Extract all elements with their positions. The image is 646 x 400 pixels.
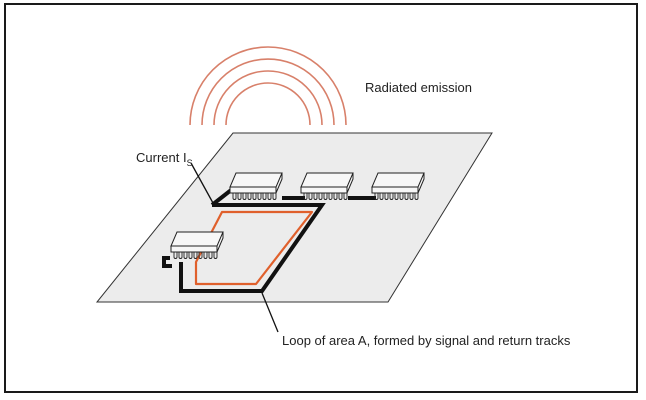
- chip-pin: [267, 193, 272, 200]
- radiated-emission-label: Radiated emission: [365, 80, 472, 95]
- loop-label: Loop of area A, formed by signal and ret…: [282, 333, 571, 348]
- stub-track: [162, 256, 172, 268]
- chip-3: [371, 172, 425, 200]
- chip-pin: [173, 252, 178, 259]
- emission-arc: [189, 46, 347, 126]
- chip-pin: [318, 193, 323, 200]
- chip-pin: [338, 193, 343, 200]
- chip-pin: [213, 252, 218, 259]
- current-loop: [194, 210, 314, 286]
- chip-2: [300, 172, 354, 200]
- chip-pin: [323, 193, 328, 200]
- chip-pin: [374, 193, 379, 200]
- emission-arc: [213, 70, 323, 126]
- chip-pin: [198, 252, 203, 259]
- current-label-text: Current I: [136, 150, 187, 165]
- chip-pin: [303, 193, 308, 200]
- chip-pin: [313, 193, 318, 200]
- chip-pin: [308, 193, 313, 200]
- chip-body: [229, 172, 283, 194]
- chip-pin: [203, 252, 208, 259]
- return-track: [179, 203, 326, 293]
- chip-pin: [272, 193, 277, 200]
- chip-pin: [389, 193, 394, 200]
- chip-pin: [333, 193, 338, 200]
- chip-pin: [237, 193, 242, 200]
- chip-pin: [414, 193, 419, 200]
- chip-pin: [208, 252, 213, 259]
- chip-body: [371, 172, 425, 194]
- current-leader-line: [190, 162, 214, 204]
- emission-arc: [225, 82, 311, 126]
- current-label: Current IS: [136, 150, 193, 168]
- chip-pin: [262, 193, 267, 200]
- loop-leader-line: [261, 292, 279, 333]
- chip-pin: [399, 193, 404, 200]
- chip-pin: [409, 193, 414, 200]
- chip-pin: [242, 193, 247, 200]
- chip-pin: [178, 252, 183, 259]
- chip-body: [300, 172, 354, 194]
- chip-pin: [193, 252, 198, 259]
- chip-1: [229, 172, 283, 200]
- emission-arc: [201, 58, 335, 126]
- chip-4: [170, 231, 224, 259]
- chip-pin: [183, 252, 188, 259]
- chip-pin: [379, 193, 384, 200]
- chip-pin: [232, 193, 237, 200]
- chip-pin: [394, 193, 399, 200]
- chip-body: [170, 231, 224, 253]
- chip-pin: [247, 193, 252, 200]
- chip-pin: [252, 193, 257, 200]
- chip-pin: [384, 193, 389, 200]
- emission-arcs: [189, 46, 347, 126]
- chip-pin: [343, 193, 348, 200]
- chip-pin: [188, 252, 193, 259]
- chip-pin: [257, 193, 262, 200]
- chip-pin: [404, 193, 409, 200]
- current-label-subscript: S: [187, 158, 193, 168]
- chip-pin: [328, 193, 333, 200]
